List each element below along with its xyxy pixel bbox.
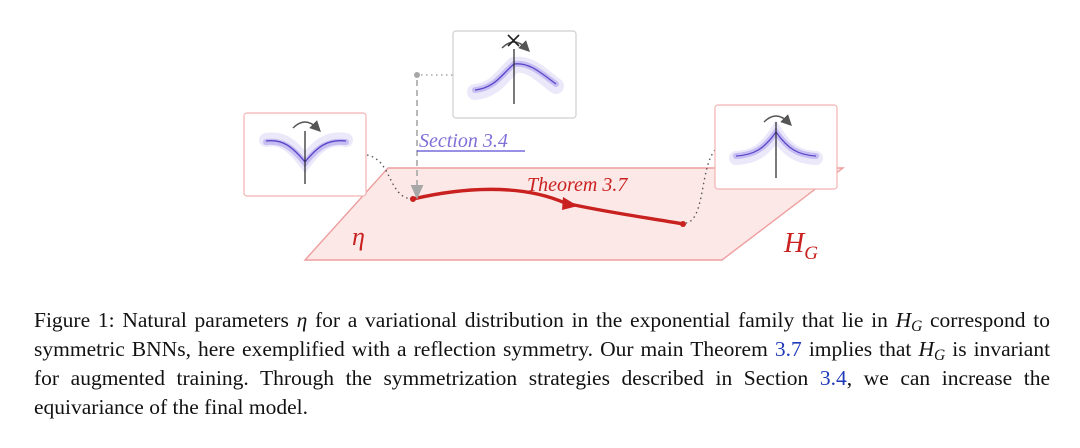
projection-source-dot bbox=[414, 72, 420, 78]
theorem-label: Theorem 3.7 bbox=[527, 174, 628, 196]
curve-arrow-icon bbox=[562, 197, 578, 210]
eta-label: η bbox=[352, 222, 365, 251]
hg-label: HG bbox=[783, 228, 818, 264]
section-label: Section 3.4 bbox=[419, 130, 508, 152]
top-posterior-panel bbox=[452, 30, 577, 119]
curve-end-point bbox=[680, 221, 686, 227]
figure-1-diagram: η HG Theorem 3.7 Section 3.4 bbox=[243, 30, 846, 264]
curved-arrow-icon bbox=[292, 120, 321, 132]
caption-hg: HG bbox=[895, 308, 923, 335]
left-posterior-panel bbox=[243, 112, 367, 197]
right-panel-link bbox=[685, 149, 716, 224]
right-posterior-panel bbox=[714, 104, 838, 190]
theorem-ref-link[interactable]: 3.7 bbox=[774, 337, 802, 361]
crossed-curved-arrow-icon bbox=[501, 34, 530, 52]
curved-arrow-icon bbox=[763, 114, 792, 126]
parameter-plane bbox=[303, 167, 846, 261]
figure-caption: Figure 1: Natural parameters η for a var… bbox=[34, 308, 1051, 419]
caption-eta: η bbox=[296, 308, 308, 332]
section-ref-link[interactable]: 3.4 bbox=[819, 366, 847, 390]
caption-hg: HG bbox=[918, 337, 946, 364]
curve-start-point bbox=[410, 196, 416, 202]
